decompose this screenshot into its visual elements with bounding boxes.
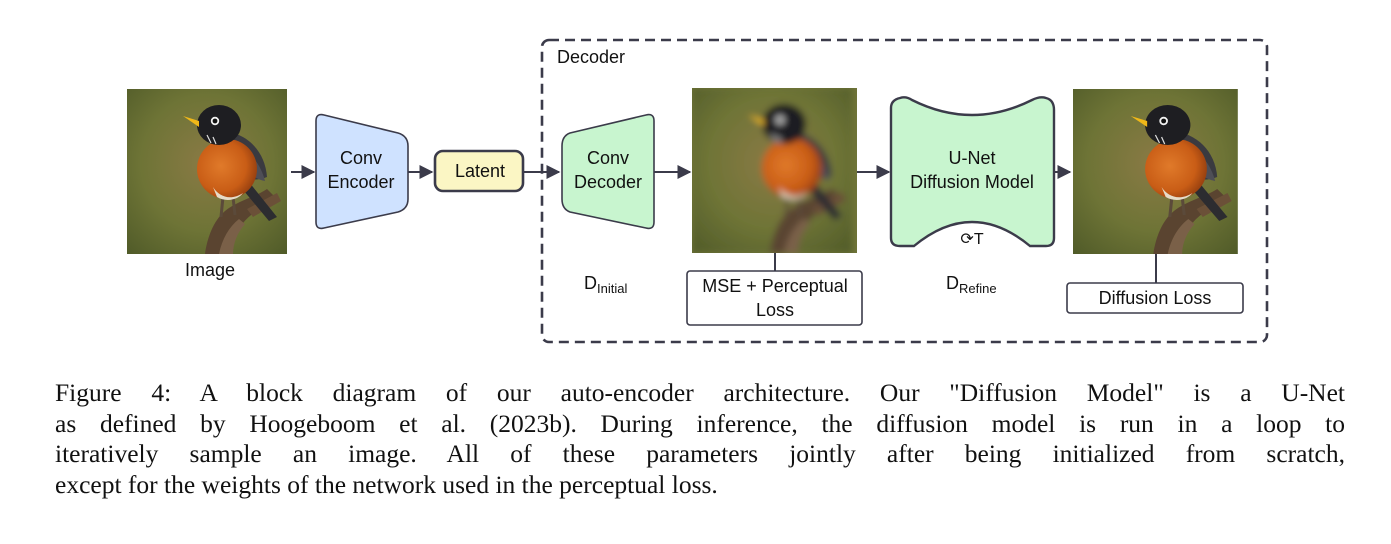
refined-output-image (1071, 87, 1240, 256)
input-bird-image (125, 87, 289, 256)
loop-t-label: ⟳T (960, 231, 983, 248)
d-initial-label: DInitial (584, 273, 627, 296)
mse-perceptual-loss-box (686, 270, 863, 326)
caption-line: iteratively sample an image. All of thes… (55, 439, 1345, 468)
unet-line-1: U-Net (948, 148, 995, 168)
unet-diffusion-block (889, 96, 1056, 248)
d-refine-label: DRefine (946, 273, 997, 296)
diffusion-loss-label: Diffusion Loss (1099, 288, 1212, 308)
caption-line: except for the weights of the network us… (55, 469, 718, 499)
caption-line: Figure 4: A block diagram of our auto-en… (55, 378, 1345, 407)
conv-decoder-block (561, 113, 655, 230)
latent-label: Latent (455, 161, 505, 181)
figure-caption: Figure 4: A block diagram of our auto-en… (55, 378, 1345, 500)
diffusion-loss-box (1066, 282, 1244, 314)
conv-encoder-line-2: Encoder (327, 172, 394, 192)
mse-loss-line-1: MSE + Perceptual (702, 276, 848, 296)
caption-line: as defined by Hoogeboom et al. (2023b). … (55, 408, 1345, 438)
conv-encoder-line-1: Conv (340, 148, 382, 168)
architecture-diagram: Decoder Image Conv Encoder Latent Conv D… (125, 38, 1269, 344)
mse-loss-line-2: Loss (756, 300, 794, 320)
conv-decoder-line-1: Conv (587, 148, 629, 168)
image-label: Image (185, 260, 235, 280)
conv-decoder-line-2: Decoder (574, 172, 642, 192)
decoder-group-label: Decoder (557, 47, 625, 67)
decoder-group-box (540, 38, 1269, 344)
initial-reconstruction-image (692, 88, 857, 253)
conv-encoder-block (315, 113, 409, 230)
unet-line-2: Diffusion Model (910, 172, 1034, 192)
